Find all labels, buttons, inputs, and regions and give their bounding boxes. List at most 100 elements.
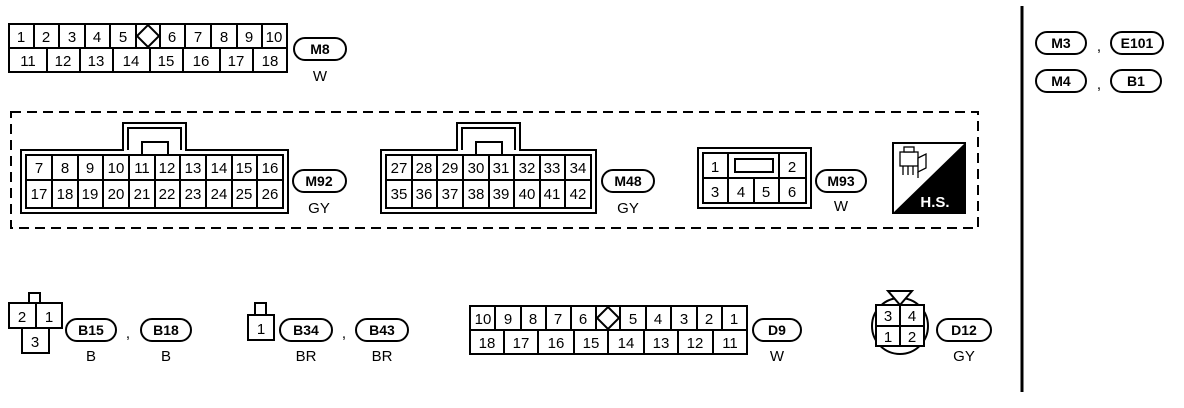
pin-label: 18 [262,53,279,70]
connector-tag-label: M92 [305,173,332,189]
side-tag-label: M4 [1051,73,1071,89]
connector-tag-b15 [65,318,117,342]
pin-label: 17 [31,186,48,203]
pin-label: 23 [185,186,202,203]
pin-label: 9 [86,160,94,177]
pin-label: 2 [908,329,916,346]
connector-m8 [8,23,288,73]
pin-label: 3 [711,184,719,201]
connector-tag-d9 [752,318,802,342]
pin-label: 4 [908,308,916,325]
pin-label: 15 [158,53,175,70]
pin-label: 16 [262,160,279,177]
pin-label: 1 [730,311,738,328]
pin-label: 2 [18,309,26,326]
pin-label: 41 [544,186,561,203]
connector-d9-pins: 10 9 8 7 6 5 4 3 2 1 18 17 16 15 14 13 1… [475,311,739,352]
pin-label: 6 [579,311,587,328]
pin-label: 6 [168,29,176,46]
pin-label: 27 [391,160,408,177]
pin-label: 13 [185,160,202,177]
pin-label: 13 [88,53,105,70]
wire-color: GY [617,200,639,217]
pin-label: 1 [17,29,25,46]
pin-label: 39 [493,186,510,203]
pin-label: 13 [653,335,670,352]
pin-label: 32 [519,160,536,177]
connector-tag-label: B43 [369,322,395,338]
connector-b34-b43 [247,302,275,341]
wire-color: GY [953,348,975,365]
pin-label: 1 [884,329,892,346]
connector-m93-pins: 1 2 3 4 5 6 [711,159,796,201]
pin-label: 15 [236,160,253,177]
pin-label: 10 [108,160,125,177]
pin-label: 12 [159,160,176,177]
connector-d9 [469,305,748,355]
connector-d12-pins: 3 4 1 2 [884,308,916,346]
pin-label: 4 [654,311,662,328]
pin-label: 3 [31,334,39,351]
pin-label: 5 [762,184,770,201]
pin-label: 34 [570,160,587,177]
pin-label: 7 [35,160,43,177]
connector-m8-pins: 1 2 3 4 5 6 7 8 9 10 11 12 13 14 15 16 1… [17,29,283,70]
pin-label: 12 [687,335,704,352]
pin-label: 10 [266,29,283,46]
connector-m48-pins: 27 28 29 30 31 32 33 34 35 36 37 38 39 4… [391,160,587,203]
pin-label: 14 [618,335,635,352]
wire-color: BR [372,348,393,365]
pin-label: 31 [493,160,510,177]
pin-label: 11 [134,160,150,177]
pin-label: 16 [548,335,565,352]
pin-label: 16 [193,53,210,70]
side-tag-m3 [1035,31,1087,55]
side-tag-label: E101 [1121,35,1154,51]
pin-label: 8 [61,160,69,177]
connector-m92 [20,122,289,214]
pin-label: 29 [442,160,459,177]
pin-label: 30 [468,160,485,177]
pin-label: 19 [82,186,99,203]
pin-label: 18 [479,335,496,352]
pin-label: 17 [513,335,530,352]
connector-tag-m8 [293,37,347,61]
connector-tag-d12 [936,318,992,342]
pin-label: 35 [391,186,408,203]
connector-d12 [871,290,929,355]
connector-tag-label: D12 [951,322,977,338]
pin-label: 33 [544,160,561,177]
pin-label: 12 [55,53,72,70]
side-tag-label: B1 [1127,73,1145,89]
pin-label: 36 [416,186,433,203]
pin-label: 8 [529,311,537,328]
side-tag-e101 [1110,31,1164,55]
connector-tag-label: M48 [614,173,641,189]
pin-label: 3 [68,29,76,46]
pin-label: 15 [583,335,600,352]
pin-label: 28 [416,160,433,177]
wire-color: B [86,348,96,365]
pin-label: 7 [554,311,562,328]
pin-label: 38 [468,186,485,203]
pin-label: 2 [42,29,50,46]
connector-m92-pins: 7 8 9 10 11 12 13 14 15 16 17 18 19 20 2… [31,160,279,203]
pin-label: 21 [134,186,151,203]
pin-label: 7 [194,29,202,46]
connector-sketch-icon [899,146,927,178]
separator-comma: , [342,325,346,342]
wire-color: W [770,348,785,365]
harness-side-label: H.S. [920,194,949,211]
pin-label: 2 [788,159,796,176]
side-panel: M3 , E101 M4 , B1 [1035,31,1164,93]
pin-label: 18 [57,186,74,203]
pin-label: 1 [257,321,265,338]
wire-color: W [834,198,849,215]
pin-label: 17 [228,53,245,70]
shielded-group-box [10,111,979,229]
connector-tag-label: B18 [153,322,179,338]
pin-label: 5 [119,29,127,46]
separator-comma: , [1097,38,1101,55]
pin-label: 20 [108,186,125,203]
pin-label: 11 [722,335,738,352]
